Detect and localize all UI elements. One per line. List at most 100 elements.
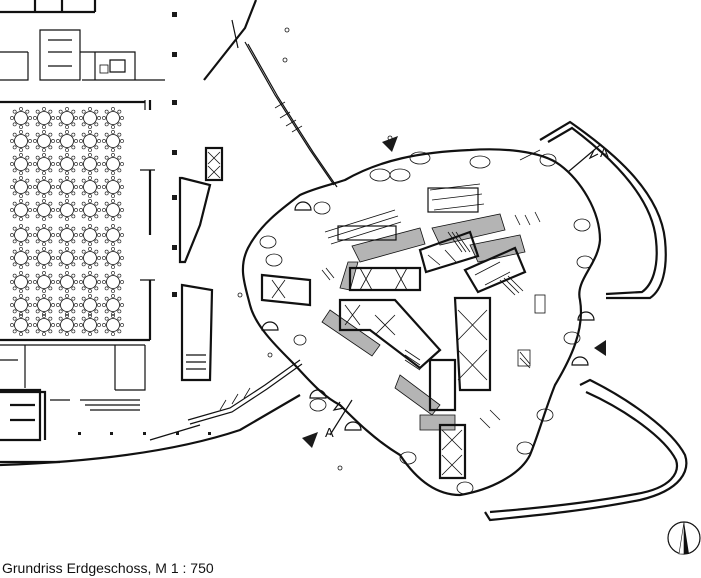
chair (111, 148, 115, 152)
chair (81, 309, 86, 314)
banquet-table (37, 318, 51, 332)
chair (48, 109, 53, 114)
chair (42, 312, 46, 316)
banquet-table (106, 111, 120, 125)
chair (56, 303, 60, 307)
chair (58, 316, 63, 321)
chair (12, 178, 17, 183)
chair (12, 109, 17, 114)
chair (28, 185, 32, 189)
chair (25, 286, 30, 291)
chair (120, 185, 124, 189)
chair (65, 148, 69, 152)
chair (81, 329, 86, 334)
chair (19, 217, 23, 221)
chair (35, 132, 40, 137)
chair (19, 171, 23, 175)
chair (65, 153, 69, 157)
chair (19, 271, 23, 275)
chair (12, 316, 17, 321)
section-label-a-top: A (600, 145, 609, 160)
chair (10, 280, 14, 284)
floor-plan-drawing: A A (0, 0, 701, 555)
chair (104, 296, 109, 301)
banquet-table (106, 134, 120, 148)
chair (94, 122, 99, 127)
chair (35, 309, 40, 314)
chair (104, 239, 109, 244)
chair (102, 139, 106, 143)
chair (65, 265, 69, 269)
chair (65, 125, 69, 129)
chair (94, 109, 99, 114)
chair (117, 122, 122, 127)
chair (104, 122, 109, 127)
chair (81, 249, 86, 254)
chair (71, 145, 76, 150)
chair (81, 201, 86, 206)
chair (71, 316, 76, 321)
chair (12, 239, 17, 244)
chair (102, 116, 106, 120)
chair (94, 201, 99, 206)
chair (71, 122, 76, 127)
banquet-table (60, 134, 74, 148)
chair (74, 256, 78, 260)
chair (102, 162, 106, 166)
chair (74, 323, 78, 327)
chair (19, 289, 23, 293)
chair (33, 303, 37, 307)
chair (58, 122, 63, 127)
chair (25, 316, 30, 321)
chair (35, 273, 40, 278)
chair (12, 309, 17, 314)
chair (79, 116, 83, 120)
chair (74, 162, 78, 166)
chair (58, 168, 63, 173)
chair (33, 116, 37, 120)
banquet-table (37, 298, 51, 312)
chair (111, 314, 115, 318)
chair (12, 122, 17, 127)
chair (28, 280, 32, 284)
chair (120, 323, 124, 327)
chair (12, 132, 17, 137)
chair (42, 294, 46, 298)
chair (94, 226, 99, 231)
chair (104, 329, 109, 334)
chair (28, 162, 32, 166)
banquet-table (37, 134, 51, 148)
banquet-table (60, 318, 74, 332)
chair (79, 162, 83, 166)
chair (94, 214, 99, 219)
chair (48, 286, 53, 291)
chair (111, 153, 115, 157)
chair (42, 194, 46, 198)
banquet-table (106, 203, 120, 217)
chair (104, 262, 109, 267)
chair (10, 139, 14, 143)
chair (88, 171, 92, 175)
banquet-table (60, 228, 74, 242)
chair (58, 155, 63, 160)
chair (58, 239, 63, 244)
chair (56, 185, 60, 189)
chair (65, 224, 69, 228)
chair (65, 217, 69, 221)
chair (65, 171, 69, 175)
chair (88, 130, 92, 134)
chair (71, 226, 76, 231)
chair (12, 329, 17, 334)
chair (71, 296, 76, 301)
chair (88, 107, 92, 111)
chair (56, 116, 60, 120)
chair (71, 309, 76, 314)
chair (42, 242, 46, 246)
chair (25, 309, 30, 314)
chair (48, 132, 53, 137)
chair (19, 265, 23, 269)
chair (74, 208, 78, 212)
chair (117, 168, 122, 173)
chair (94, 168, 99, 173)
chair (10, 162, 14, 166)
